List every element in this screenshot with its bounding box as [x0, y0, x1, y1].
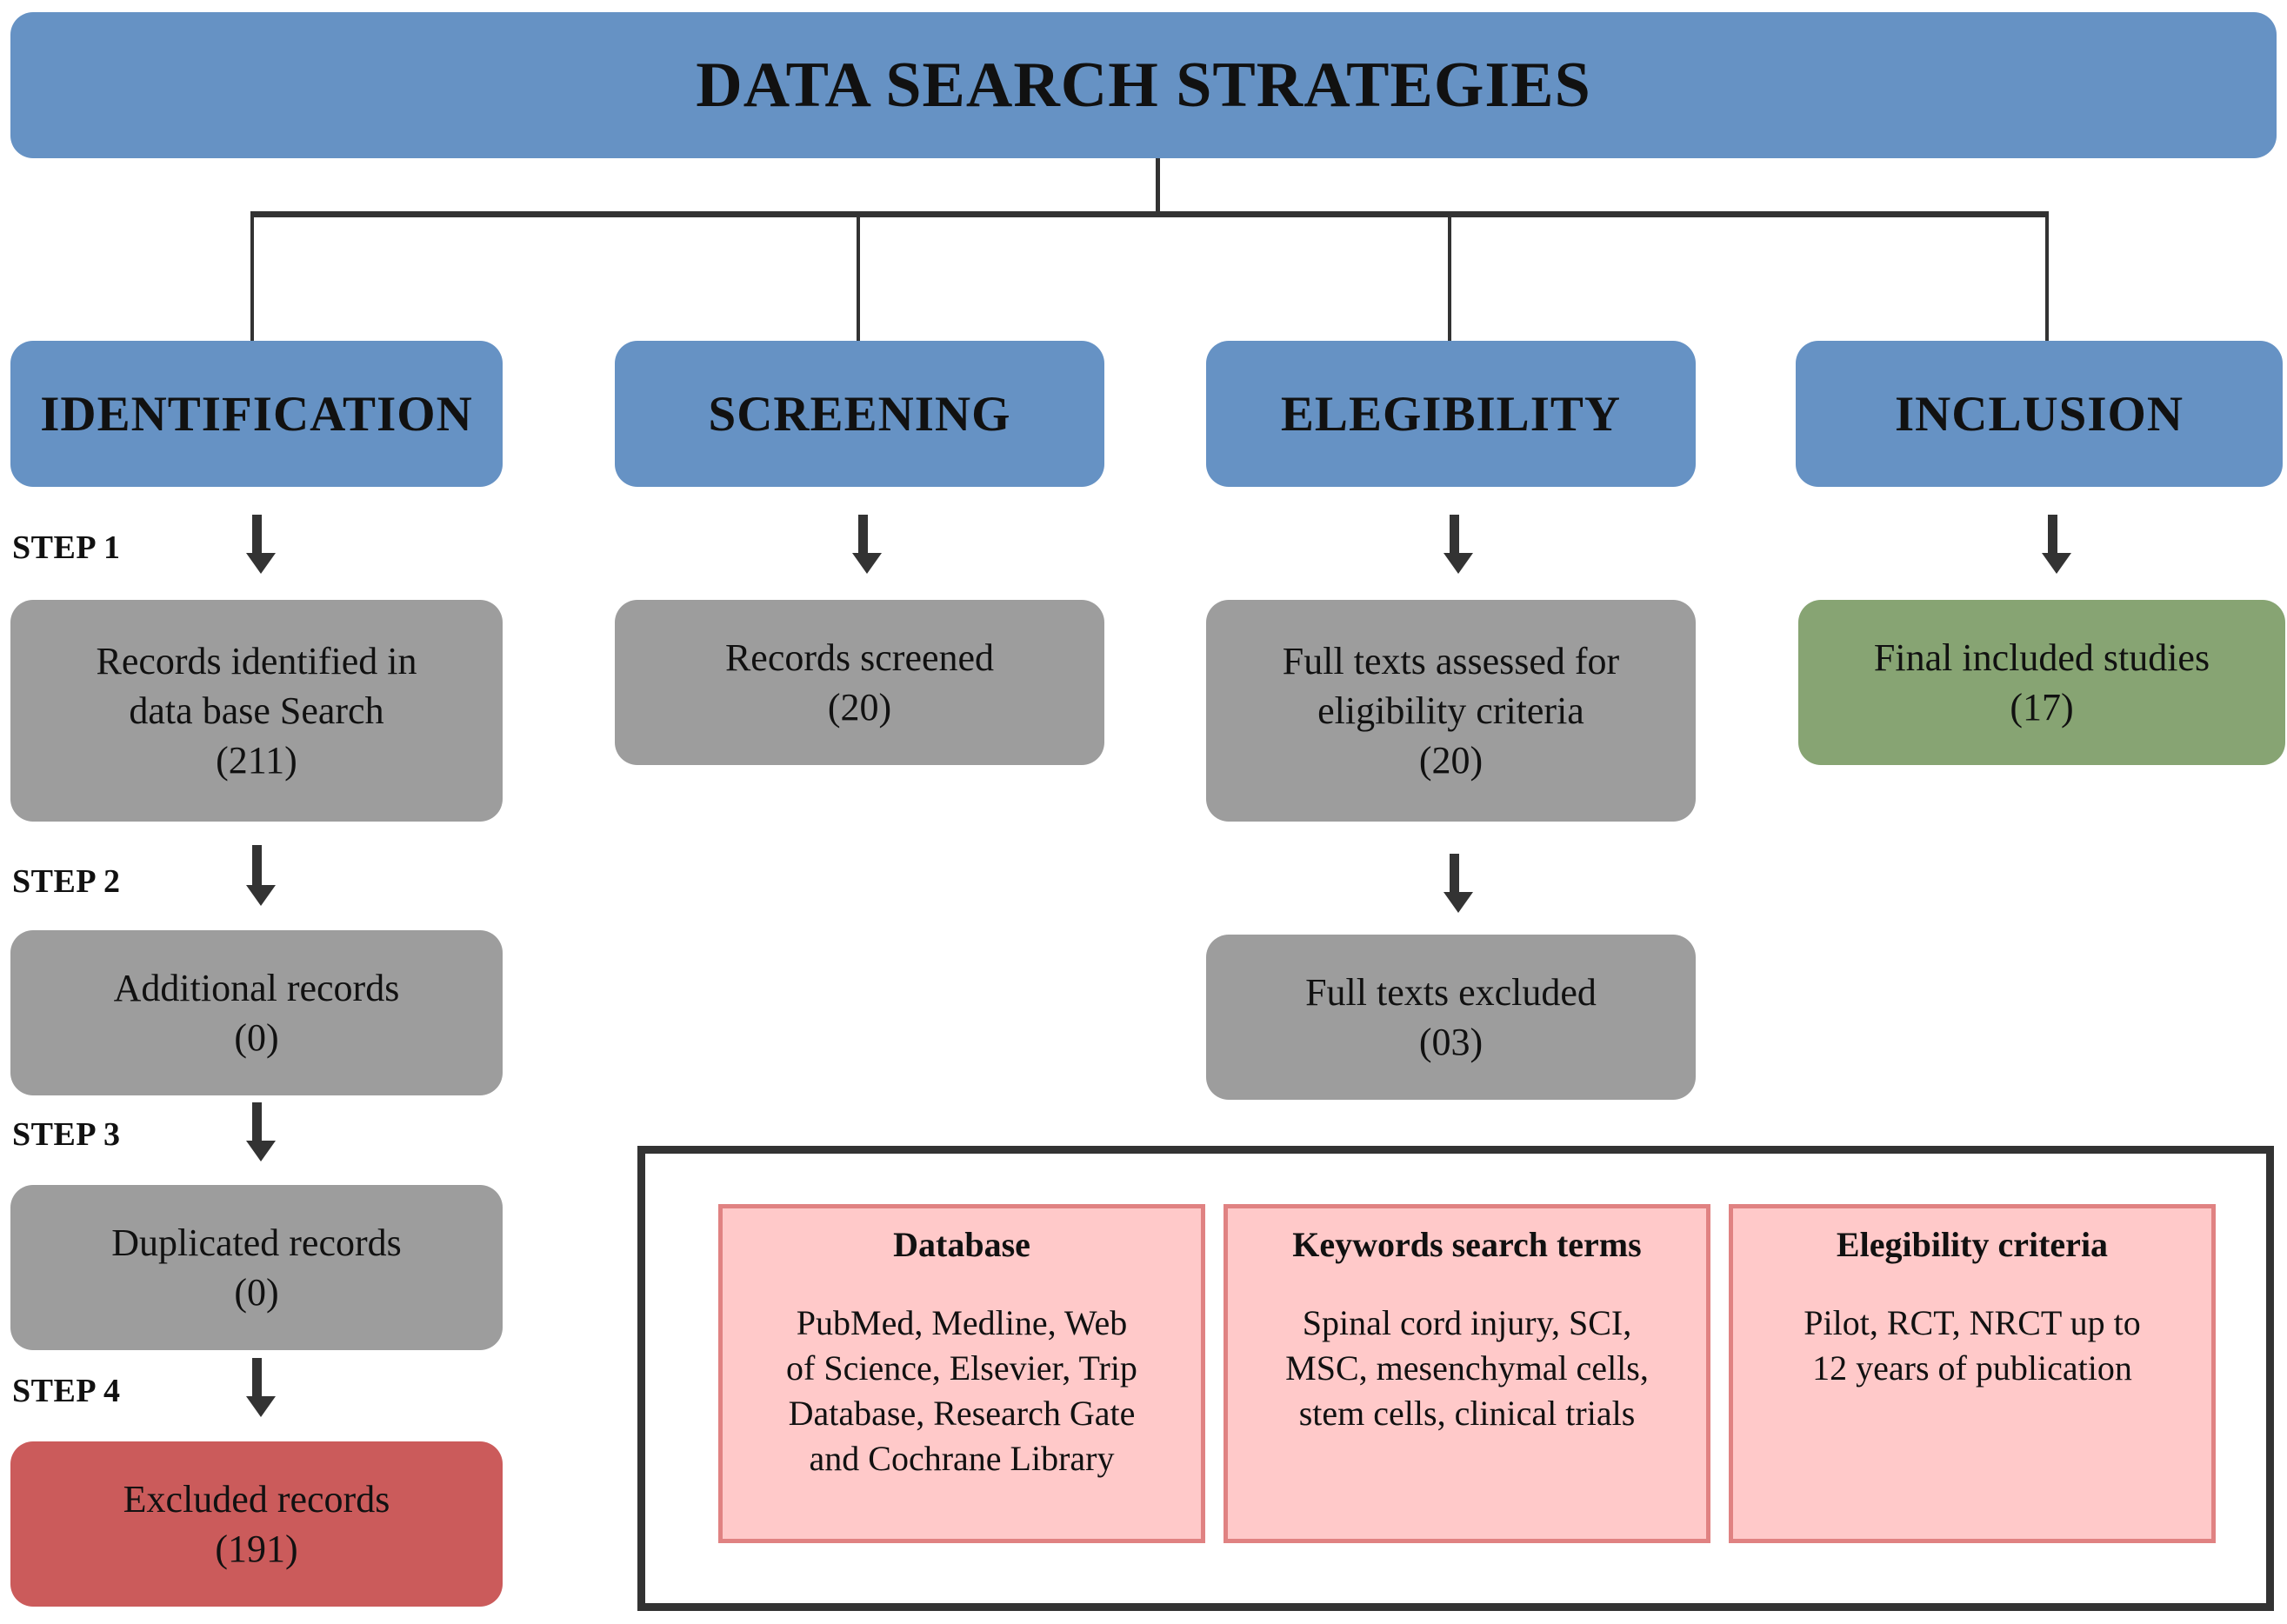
info-card-elegibility-line-1: Pilot, RCT, NRCT up to — [1804, 1303, 2141, 1342]
info-card-keywords-line-3: stem cells, clinical trials — [1298, 1394, 1636, 1433]
info-card-elegibility[interactable]: Elegibility criteria Pilot, RCT, NRCT up… — [1729, 1204, 2216, 1543]
node-records-identified-line2: data base Search — [129, 689, 384, 732]
info-card-elegibility-body: Pilot, RCT, NRCT up to 12 years of publi… — [1747, 1301, 2197, 1391]
info-card-database-heading: Database — [893, 1225, 1030, 1264]
info-card-keywords-heading: Keywords search terms — [1292, 1225, 1642, 1264]
connector-drop-inclusion — [2045, 216, 2049, 342]
node-full-texts-excluded-line1: Full texts excluded — [1305, 970, 1597, 1014]
node-additional-records[interactable]: Additional records (0) — [10, 930, 503, 1095]
stage-label-inclusion: INCLUSION — [1894, 386, 2184, 442]
info-card-keywords-line-1: Spinal cord injury, SCI, — [1302, 1303, 1632, 1342]
arrow-down-identification-2 — [246, 845, 276, 906]
info-card-keywords-line-2: MSC, mesenchymal cells, — [1285, 1348, 1649, 1388]
node-excluded-records[interactable]: Excluded records (191) — [10, 1441, 503, 1607]
node-records-identified-line1: Records identified in — [96, 639, 417, 682]
connector-drop-identification — [250, 216, 254, 342]
stage-label-identification: IDENTIFICATION — [40, 386, 473, 442]
arrow-down-inclusion-1 — [2042, 515, 2071, 574]
arrow-down-elegibility-2 — [1444, 854, 1473, 913]
node-full-texts-excluded[interactable]: Full texts excluded (03) — [1206, 935, 1696, 1100]
arrow-down-identification-4 — [246, 1358, 276, 1417]
info-card-database-line-4: and Cochrane Library — [809, 1439, 1115, 1478]
node-full-texts-assessed-line2: eligibility criteria — [1317, 689, 1584, 732]
stage-header-identification[interactable]: IDENTIFICATION — [10, 341, 503, 487]
info-card-database-body: PubMed, Medline, Web of Science, Elsevie… — [737, 1301, 1187, 1481]
info-card-elegibility-heading: Elegibility criteria — [1836, 1225, 2109, 1264]
info-card-keywords-body: Spinal cord injury, SCI, MSC, mesenchyma… — [1242, 1301, 1692, 1436]
connector-stem — [1156, 158, 1160, 214]
arrow-down-identification-3 — [246, 1102, 276, 1161]
node-additional-records-count: (0) — [234, 1016, 279, 1059]
info-card-elegibility-line-2: 12 years of publication — [1812, 1348, 2132, 1388]
diagram-title-banner: DATA SEARCH STRATEGIES — [10, 12, 2277, 158]
search-details-panel: Database PubMed, Medline, Web of Science… — [637, 1146, 2274, 1611]
node-records-identified[interactable]: Records identified in data base Search (… — [10, 600, 503, 822]
step-label-4: STEP 4 — [12, 1373, 121, 1409]
node-full-texts-assessed-line1: Full texts assessed for — [1282, 639, 1620, 682]
info-card-database-line-1: PubMed, Medline, Web — [796, 1303, 1128, 1342]
stage-label-screening: SCREENING — [708, 386, 1011, 442]
step-label-3: STEP 3 — [12, 1116, 121, 1153]
info-card-database[interactable]: Database PubMed, Medline, Web of Science… — [718, 1204, 1205, 1543]
node-excluded-records-count: (191) — [215, 1527, 298, 1570]
node-full-texts-excluded-count: (03) — [1418, 1021, 1484, 1063]
node-excluded-records-line1: Excluded records — [123, 1477, 390, 1521]
stage-header-screening[interactable]: SCREENING — [615, 341, 1104, 487]
node-duplicated-records-line1: Duplicated records — [111, 1221, 402, 1264]
step-label-2: STEP 2 — [12, 863, 121, 900]
node-final-included-studies[interactable]: Final included studies (17) — [1798, 600, 2285, 765]
node-records-screened-count: (20) — [827, 686, 892, 729]
node-final-included-count: (17) — [2010, 686, 2074, 729]
node-duplicated-records[interactable]: Duplicated records (0) — [10, 1185, 503, 1350]
node-records-screened[interactable]: Records screened (20) — [615, 600, 1104, 765]
node-records-identified-count: (211) — [216, 739, 297, 782]
connector-drop-screening — [857, 216, 860, 342]
info-card-keywords[interactable]: Keywords search terms Spinal cord injury… — [1224, 1204, 1710, 1543]
arrow-down-elegibility-1 — [1444, 515, 1473, 574]
step-label-1: STEP 1 — [12, 529, 121, 566]
node-duplicated-records-count: (0) — [234, 1271, 279, 1314]
node-full-texts-assessed-count: (20) — [1418, 739, 1484, 782]
node-final-included-line1: Final included studies — [1873, 636, 2210, 679]
node-records-screened-line1: Records screened — [724, 636, 995, 679]
stage-header-inclusion[interactable]: INCLUSION — [1796, 341, 2283, 487]
stage-header-elegibility[interactable]: ELEGIBILITY — [1206, 341, 1696, 487]
info-card-database-line-2: of Science, Elsevier, Trip — [786, 1348, 1137, 1388]
node-full-texts-assessed[interactable]: Full texts assessed for eligibility crit… — [1206, 600, 1696, 822]
diagram-title: DATA SEARCH STRATEGIES — [696, 49, 1591, 121]
stage-label-elegibility: ELEGIBILITY — [1280, 386, 1622, 442]
connector-drop-elegibility — [1448, 216, 1451, 342]
connector-horizontal-bus — [250, 211, 2049, 217]
arrow-down-identification-1 — [246, 515, 276, 574]
arrow-down-screening-1 — [852, 515, 882, 574]
info-card-database-line-3: Database, Research Gate — [788, 1394, 1136, 1433]
node-additional-records-line1: Additional records — [113, 966, 400, 1009]
